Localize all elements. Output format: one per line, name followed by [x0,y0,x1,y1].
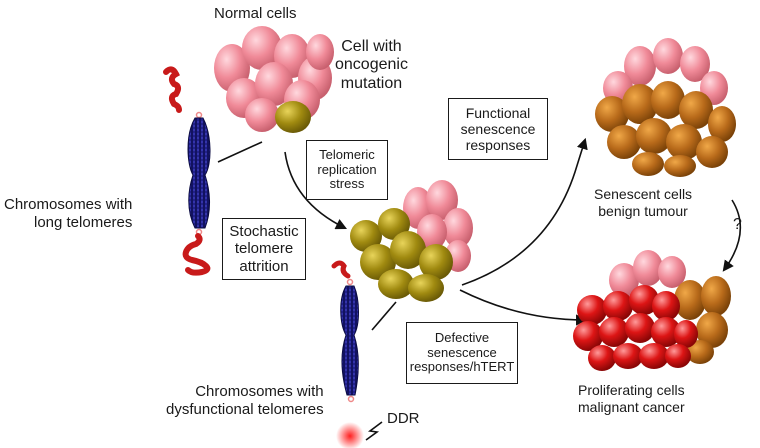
normal-cells-cluster [214,26,334,133]
dysfunctional-telomeres-label: Chromosomes with dysfunctional telomeres [166,383,324,418]
ddr-label: DDR [387,410,420,427]
connector-chromosome-to-normal [217,141,263,163]
mixed-cell-cluster [350,180,473,302]
attrition-box: Stochastic telomere attrition [222,218,306,280]
cancer-cells-cluster [573,250,731,371]
arrow-to-cancer [459,289,588,326]
ddr-glow [336,422,364,448]
defective-responses-box: Defective senescence responses/hTERT [406,322,518,384]
arrow-normal-to-mixed [284,151,348,230]
arrow-to-senescent [461,137,588,286]
oncogenic-cell-label: Cell with oncogenic mutation [335,38,408,92]
connector-dysfunctional-to-cluster [371,301,397,331]
mutant-cell [275,101,311,133]
proliferating-label: Proliferating cells malignant cancer [578,382,685,415]
chromosome-long-telomeres [163,66,211,276]
ddr-lightning-icon [365,421,383,441]
functional-responses-box: Functional senescence responses [448,98,548,160]
normal-cells-label: Normal cells [214,5,297,22]
arrow-senescent-to-cancer [722,199,742,272]
long-telomeres-label: Chromosomes with long telomeres [4,196,133,231]
senescent-label: Senescent cells benign tumour [594,186,693,219]
question-mark-label: ? [733,216,742,233]
replication-stress-box: Telomeric replication stress [306,140,388,200]
connectors [217,137,742,331]
chromosome-dysfunctional [331,260,383,448]
senescent-cells-cluster [595,38,736,177]
